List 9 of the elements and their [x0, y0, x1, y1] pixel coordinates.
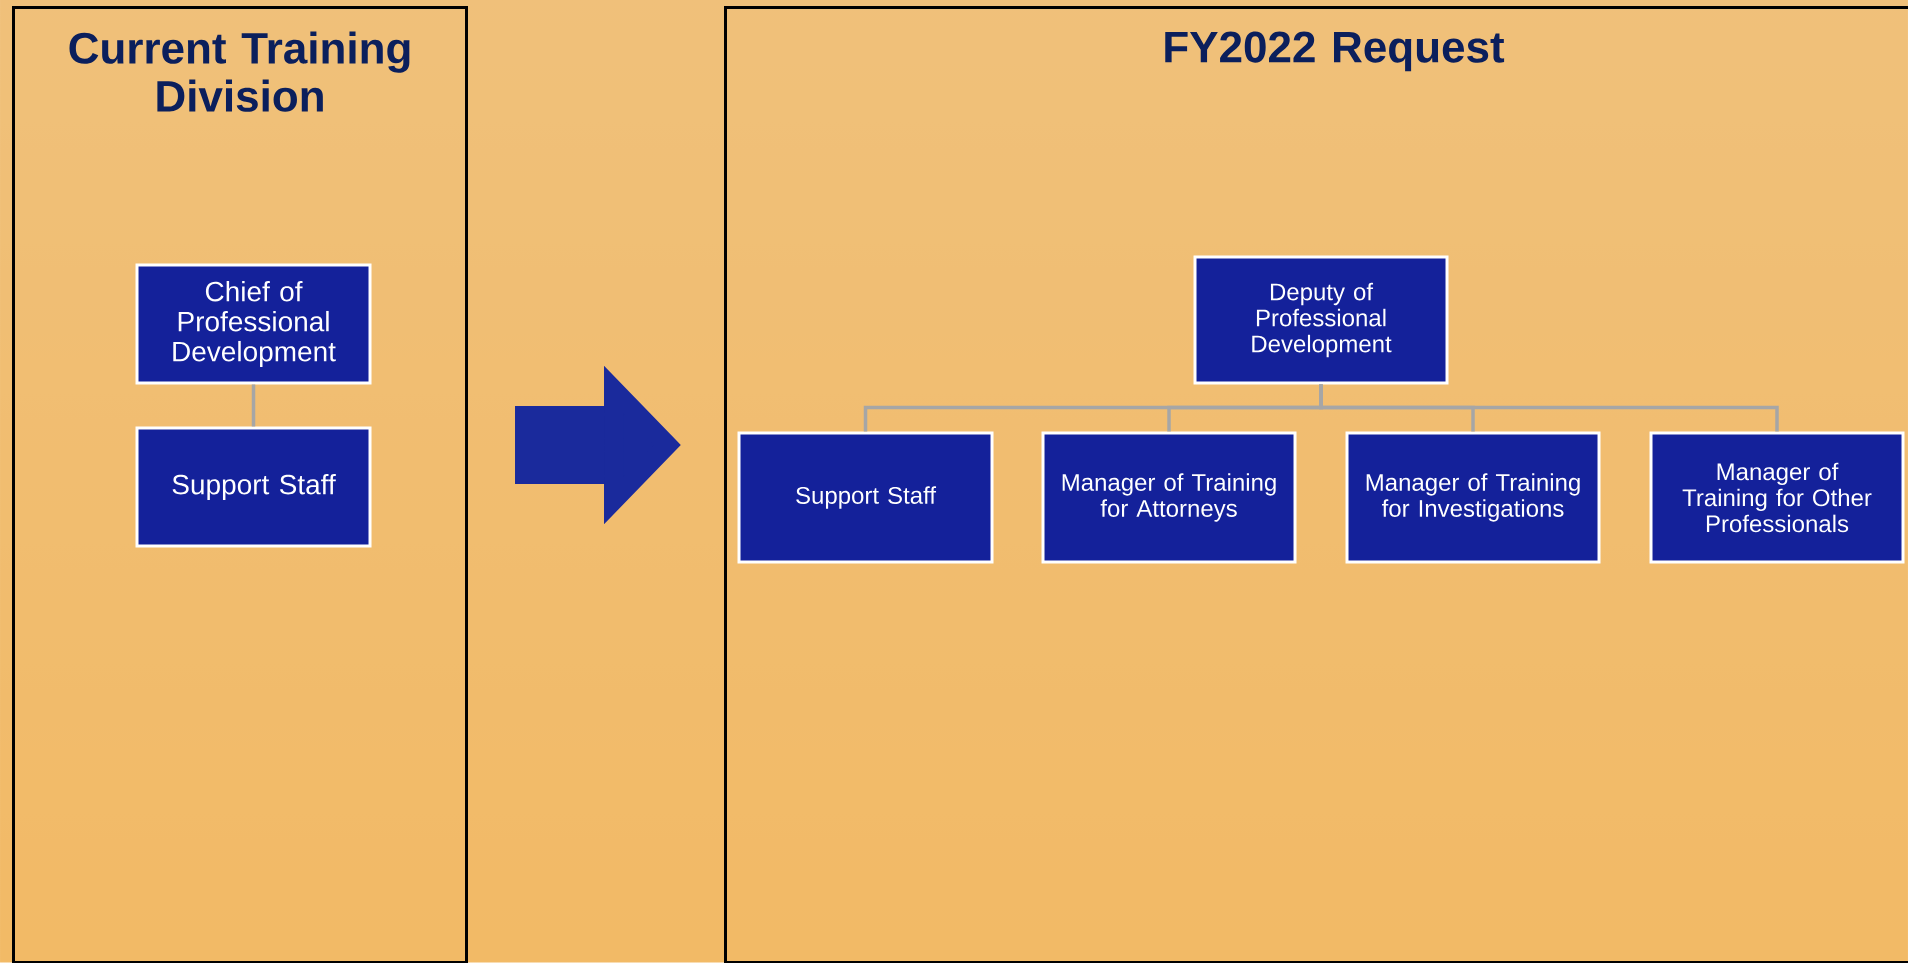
- org-box: Support Staff: [135, 426, 372, 548]
- org-box: Deputy of Professional Development: [1193, 255, 1449, 385]
- org-box: Manager of Training for Attorneys: [1041, 431, 1297, 564]
- connector-line: [1319, 384, 1779, 432]
- org-box: Support Staff: [737, 431, 994, 564]
- org-box: Chief of Professional Development: [135, 263, 372, 385]
- connector-line: [251, 384, 256, 427]
- org-box: Manager of Training for Investigations: [1345, 431, 1601, 564]
- org-box: Manager of Training for Other Professionals: [1649, 431, 1905, 564]
